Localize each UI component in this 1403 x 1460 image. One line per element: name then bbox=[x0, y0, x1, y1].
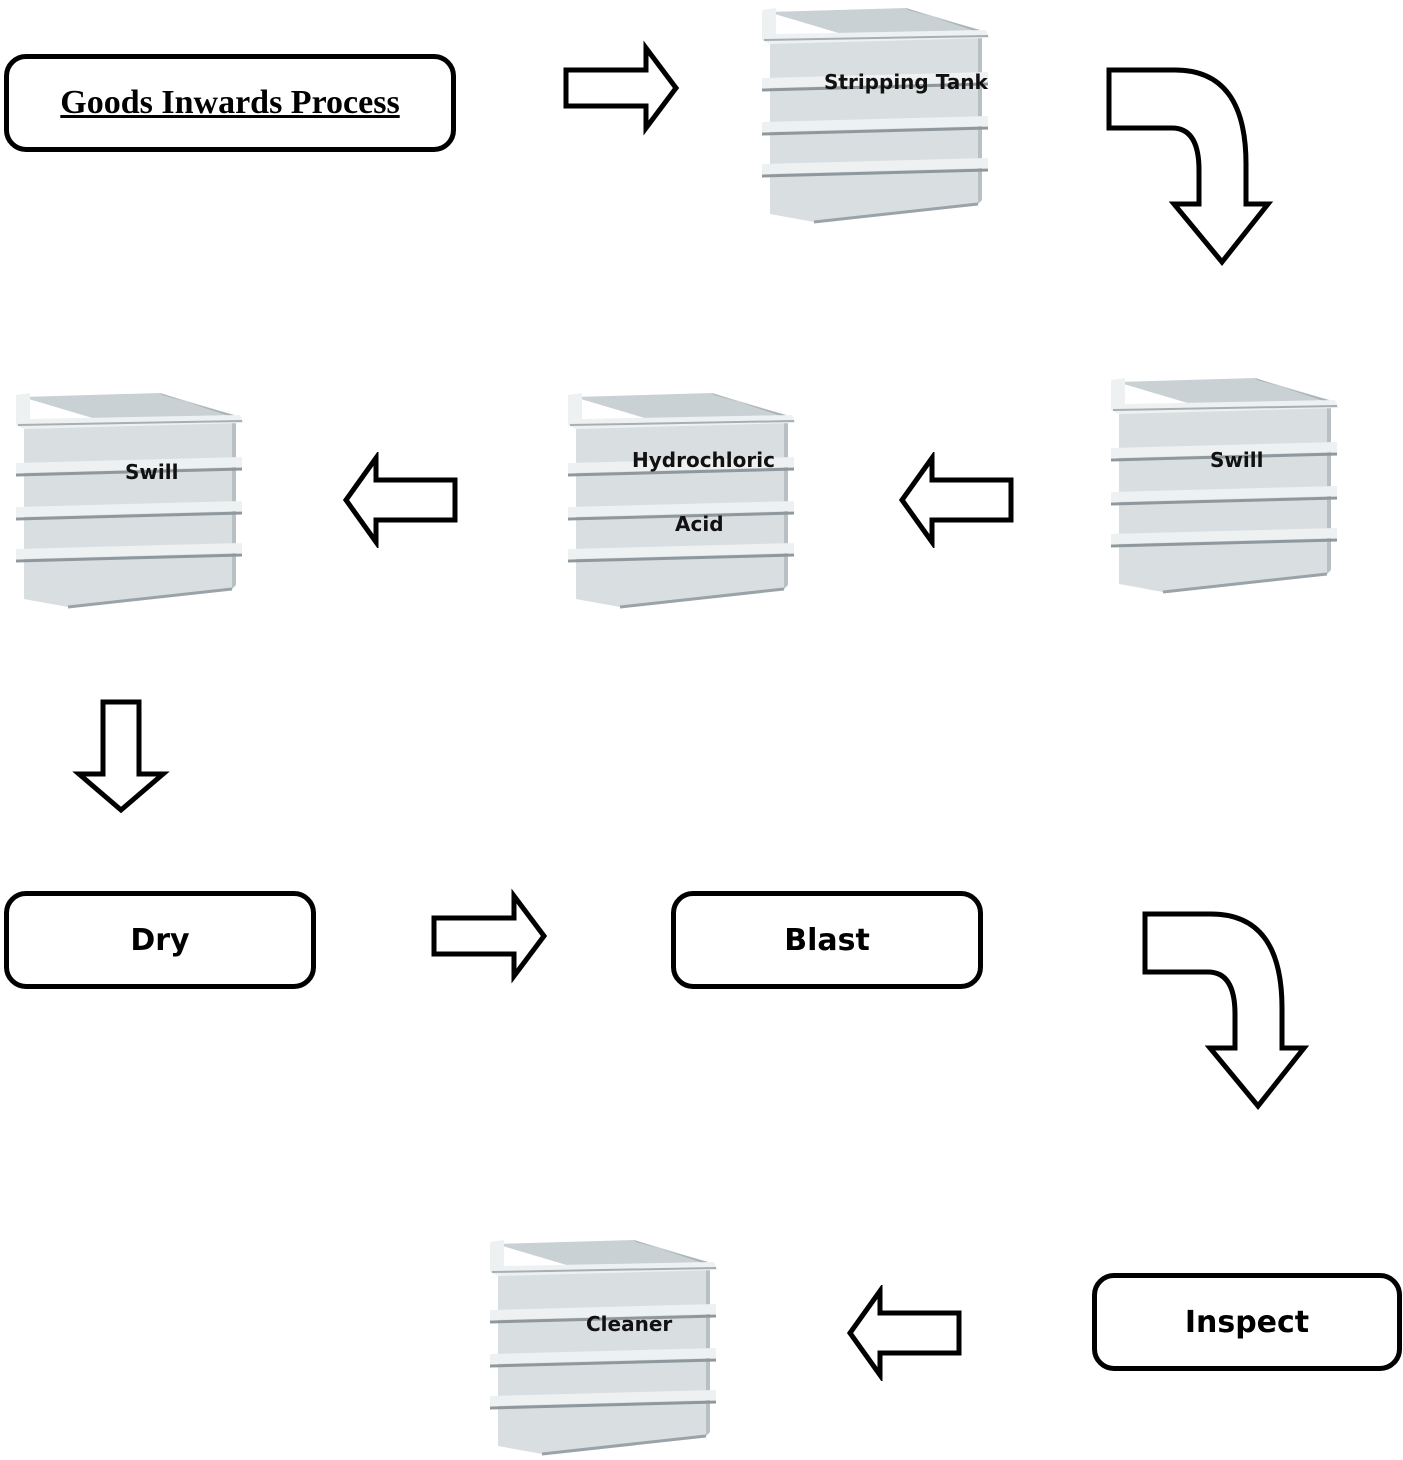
tank-shape bbox=[489, 1240, 718, 1456]
hydrochloric-tank-image bbox=[567, 393, 796, 609]
curved-arrow-down-icon bbox=[1142, 911, 1310, 1110]
arrow-left-icon bbox=[898, 452, 1014, 548]
hydrochloric-label: Hydrochloric bbox=[632, 448, 775, 472]
swill-label-left: Swill bbox=[125, 460, 179, 484]
stripping-tank-image bbox=[761, 8, 990, 224]
blast-label: Blast bbox=[784, 922, 870, 958]
tank-shape bbox=[15, 393, 244, 609]
arrow-left-icon bbox=[342, 452, 458, 548]
stripping-tank-label: Stripping Tank bbox=[824, 70, 988, 94]
cleaner-label: Cleaner bbox=[586, 1312, 673, 1336]
title-box: Goods Inwards Process bbox=[4, 54, 456, 152]
tank-shape bbox=[1110, 378, 1339, 594]
tank-shape bbox=[567, 393, 796, 609]
inspect-label: Inspect bbox=[1184, 1304, 1310, 1340]
tank-shape bbox=[761, 8, 990, 224]
swill-label-right: Swill bbox=[1210, 448, 1264, 472]
arrow-left-icon bbox=[846, 1285, 962, 1381]
inspect-box: Inspect bbox=[1092, 1273, 1402, 1371]
cleaner-tank-image bbox=[489, 1240, 718, 1456]
arrow-right-icon bbox=[431, 888, 548, 984]
dry-box: Dry bbox=[4, 891, 316, 989]
swill-tank-image-right bbox=[1110, 378, 1339, 594]
dry-label: Dry bbox=[130, 922, 190, 958]
acid-label: Acid bbox=[675, 512, 724, 536]
swill-tank-image-left bbox=[15, 393, 244, 609]
diagram-title: Goods Inwards Process bbox=[60, 84, 400, 121]
curved-arrow-down-icon bbox=[1106, 67, 1274, 266]
blast-box: Blast bbox=[671, 891, 983, 989]
arrow-right-icon bbox=[563, 40, 680, 136]
arrow-down-icon bbox=[72, 699, 170, 814]
